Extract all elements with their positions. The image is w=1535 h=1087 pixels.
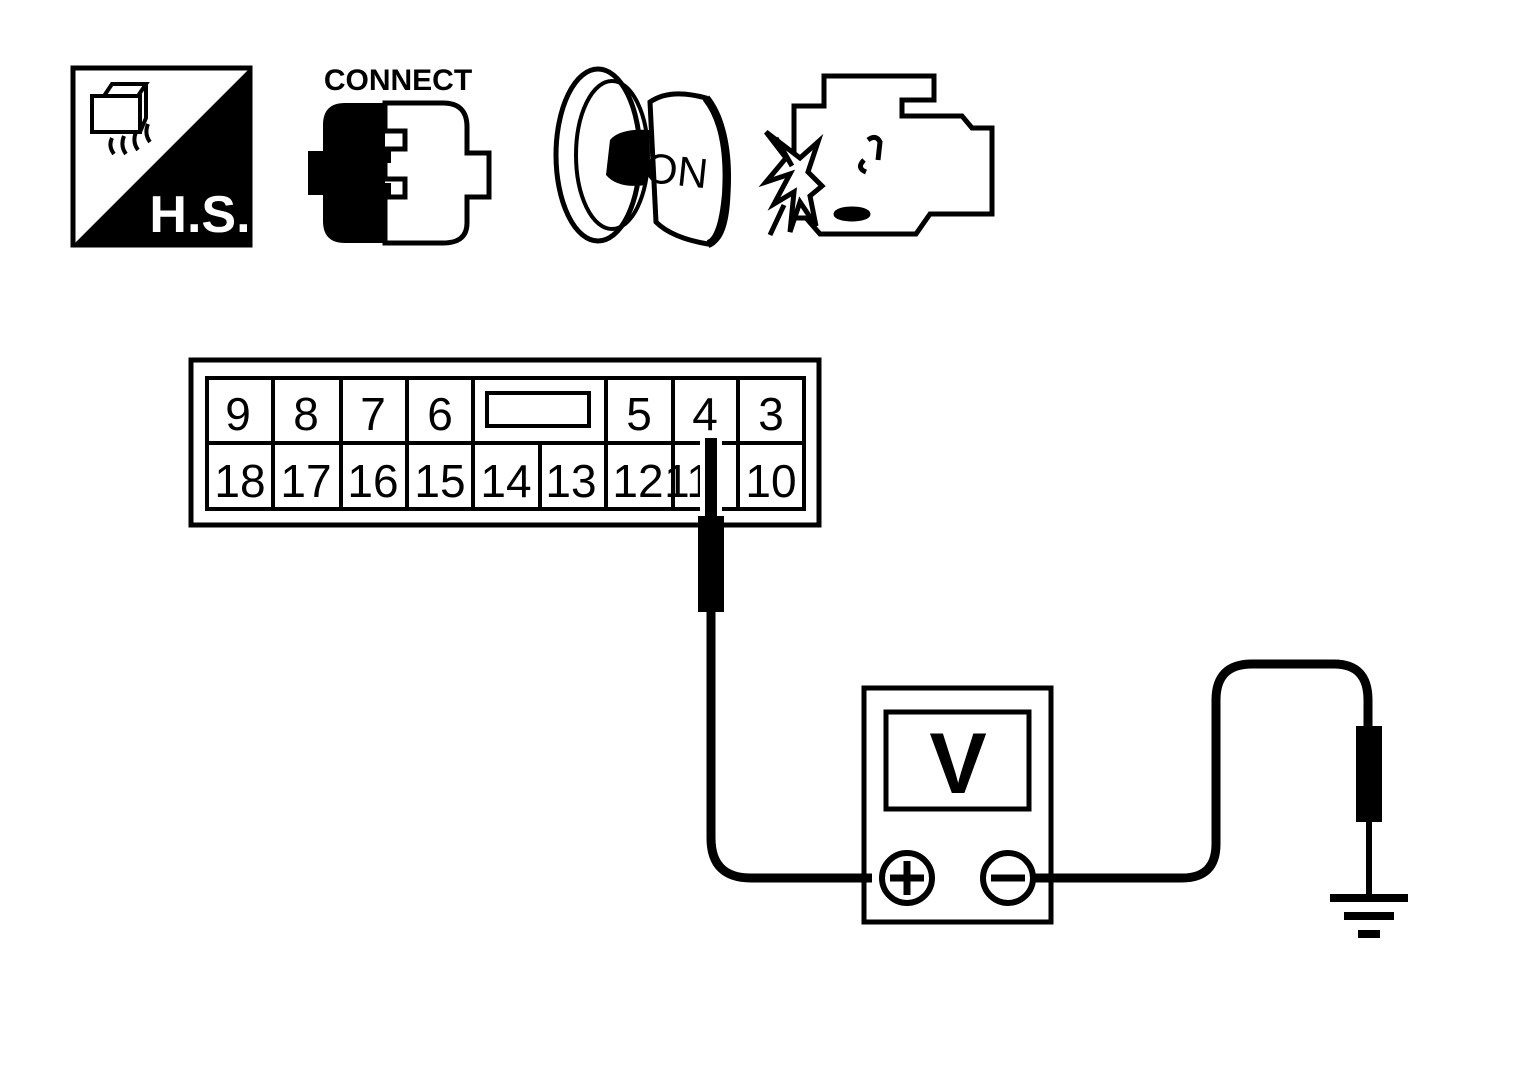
harness-connector-icon: H.S. (70, 65, 253, 248)
terminal-18: 18 (214, 455, 265, 507)
harness-icon-label: H.S. (149, 186, 250, 244)
voltmeter-display: V (929, 716, 986, 812)
terminal-9: 9 (225, 388, 251, 440)
engine-stopped-icon (758, 73, 995, 237)
connect-icon-label: CONNECT (324, 64, 472, 97)
ignition-on-label: ON (643, 144, 711, 197)
connector-connect-icon: CONNECT (308, 64, 492, 246)
terminal-8: 8 (293, 388, 319, 440)
terminal-6: 6 (427, 388, 453, 440)
terminal-10: 10 (745, 455, 796, 507)
voltmeter: V (861, 685, 1054, 925)
connector-key-slot (485, 391, 591, 428)
test-probe (698, 438, 872, 883)
terminal-3: 3 (758, 388, 784, 440)
ground-lead (1033, 659, 1382, 896)
terminal-13: 13 (545, 455, 596, 507)
terminal-12: 12 (612, 455, 663, 507)
terminal-4: 4 (692, 388, 718, 440)
terminal-7: 7 (360, 388, 386, 440)
terminal-5: 5 (626, 388, 652, 440)
terminal-17: 17 (280, 455, 331, 507)
ground-symbol (1330, 894, 1408, 938)
ignition-key-icon: ON (553, 66, 731, 248)
terminal-16: 16 (347, 455, 398, 507)
positive-terminal (879, 850, 935, 906)
terminal-14: 14 (480, 455, 531, 507)
negative-terminal (980, 850, 1036, 906)
terminal-15: 15 (414, 455, 465, 507)
